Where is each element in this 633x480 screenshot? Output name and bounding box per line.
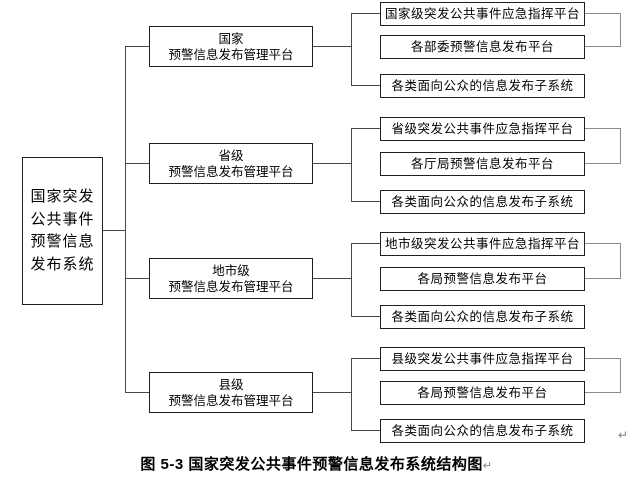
child-node-g1-release-platform: 各部委预警信息发布平台 xyxy=(380,35,585,59)
child-node-g2-release-platform: 各厅局预警信息发布平台 xyxy=(380,152,585,176)
platform-node-county: 县级 预警信息发布管理平台 xyxy=(149,372,313,413)
root-node-line: 国家突发 xyxy=(30,188,95,205)
figure-caption: 图 5-3 国家突发公共事件预警信息发布系统结构图 xyxy=(140,456,483,473)
child-node-g3-command-platform: 地市级突发公共事件应急指挥平台 xyxy=(380,232,585,256)
child-node-g2-public-subsystems: 各类面向公众的信息发布子系统 xyxy=(380,190,585,214)
root-node: 国家突发 公共事件 预警信息 发布系统 xyxy=(22,157,103,305)
platform-node-label: 国家 xyxy=(218,31,244,46)
platform-node-label: 预警信息发布管理平台 xyxy=(168,393,294,408)
child-node-g3-release-platform: 各局预警信息发布平台 xyxy=(380,267,585,291)
figure-caption-row: 图 5-3 国家突发公共事件预警信息发布系统结构图↵ xyxy=(0,453,633,474)
child-node-g4-public-subsystems: 各类面向公众的信息发布子系统 xyxy=(380,419,585,443)
platform-node-prefecture: 地市级 预警信息发布管理平台 xyxy=(149,258,313,299)
platform-node-label: 省级 xyxy=(218,148,244,163)
platform-node-national: 国家 预警信息发布管理平台 xyxy=(149,26,313,67)
child-node-g1-command-platform: 国家级突发公共事件应急指挥平台 xyxy=(380,2,585,26)
platform-node-label: 县级 xyxy=(218,377,244,392)
child-node-g4-command-platform: 县级突发公共事件应急指挥平台 xyxy=(380,347,585,371)
root-node-line: 预警信息 xyxy=(30,233,95,250)
platform-node-provincial: 省级 预警信息发布管理平台 xyxy=(149,143,313,184)
paragraph-return-mark: ↵ xyxy=(618,428,629,442)
platform-node-label: 预警信息发布管理平台 xyxy=(168,47,294,62)
platform-node-label: 预警信息发布管理平台 xyxy=(168,164,294,179)
platform-node-label: 预警信息发布管理平台 xyxy=(168,279,294,294)
child-node-g3-public-subsystems: 各类面向公众的信息发布子系统 xyxy=(380,305,585,329)
child-node-g2-command-platform: 省级突发公共事件应急指挥平台 xyxy=(380,117,585,141)
root-node-line: 发布系统 xyxy=(30,255,95,273)
platform-node-label: 地市级 xyxy=(212,263,250,278)
child-node-g1-public-subsystems: 各类面向公众的信息发布子系统 xyxy=(380,74,585,98)
child-node-g4-release-platform: 各局预警信息发布平台 xyxy=(380,381,585,405)
paragraph-return-mark: ↵ xyxy=(482,460,493,472)
root-node-line: 公共事件 xyxy=(30,210,95,228)
